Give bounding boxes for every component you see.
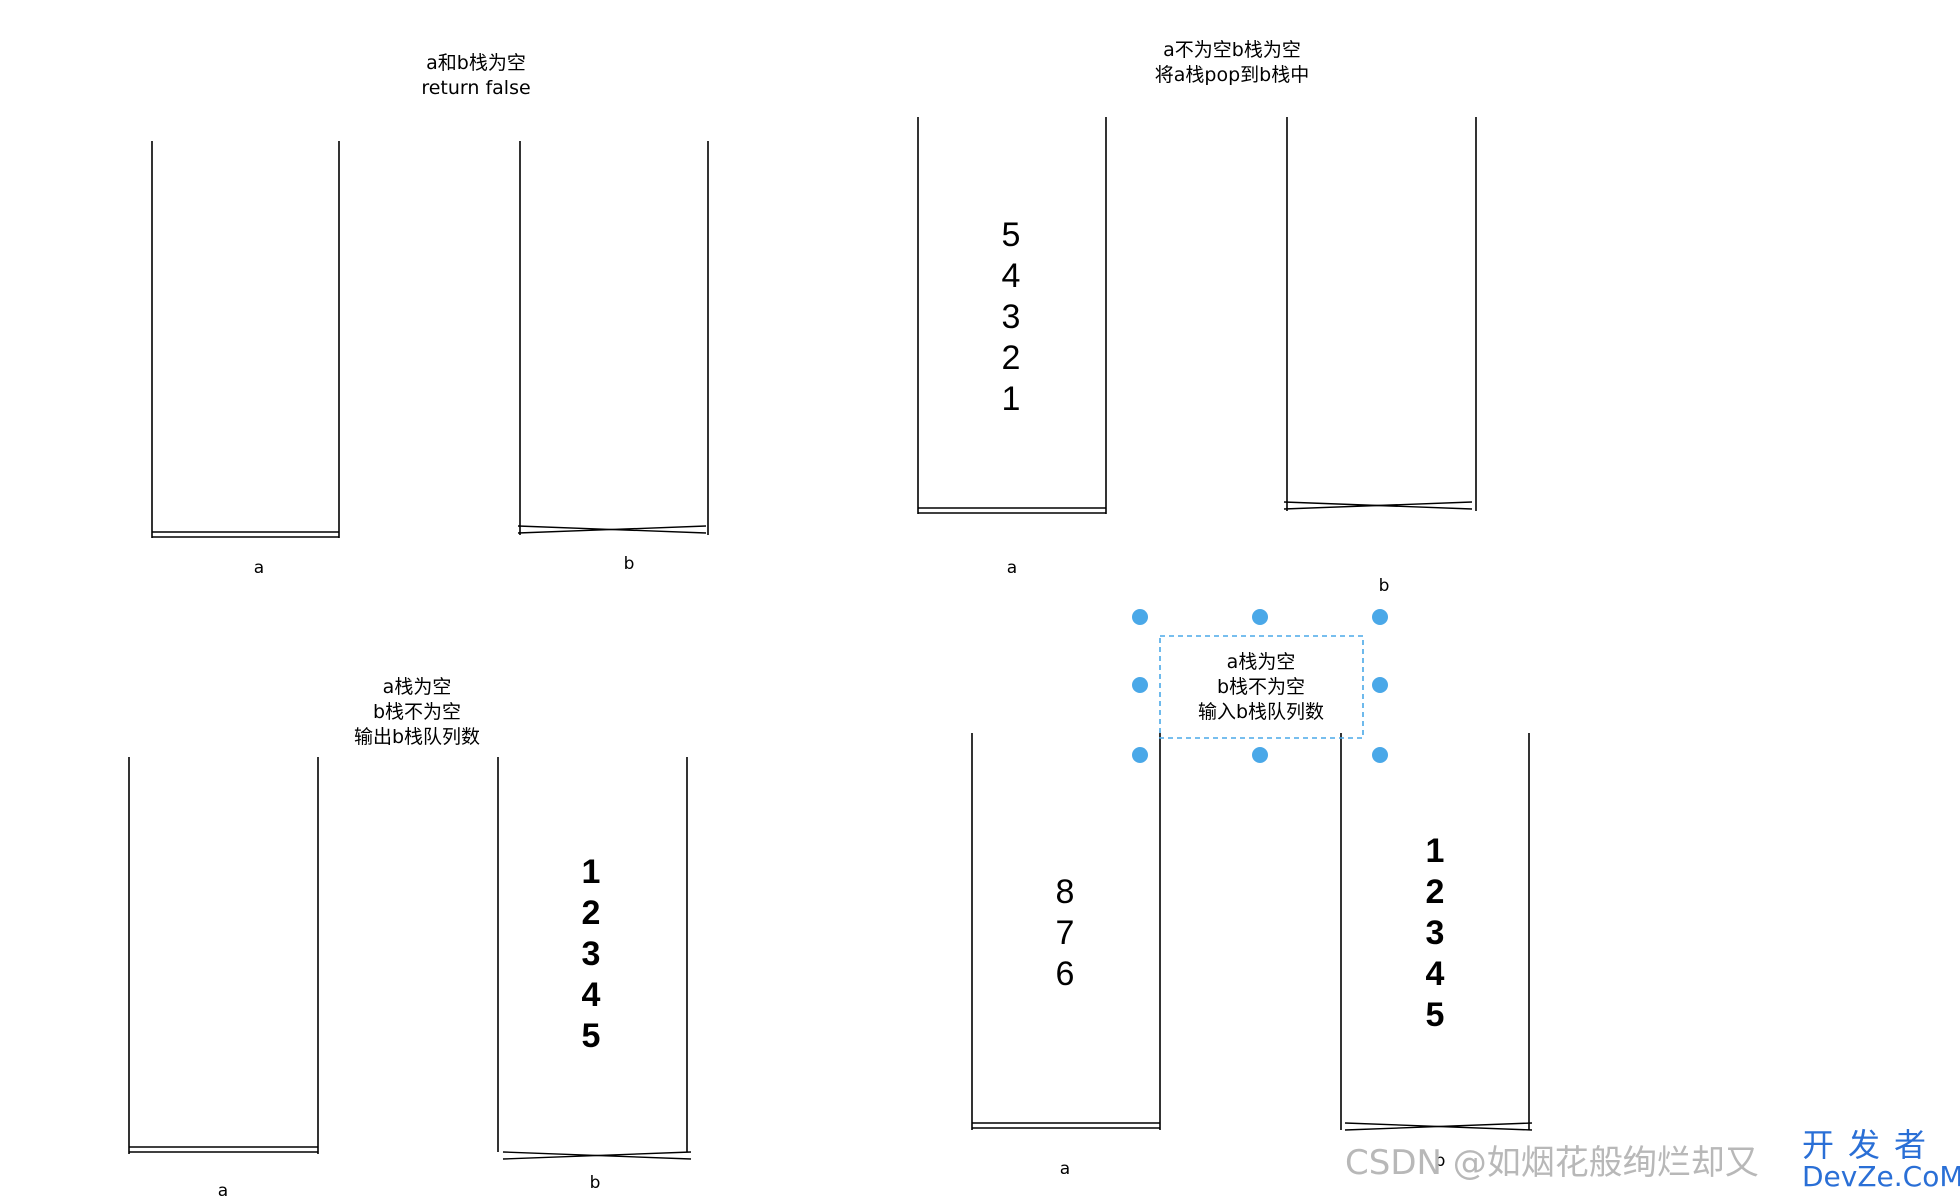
selection-box[interactable]: [1159, 635, 1364, 739]
panel-4-caption-line-3: 输入b栈队列数: [1198, 701, 1324, 723]
panel-4-stack-b-item: 2: [1426, 873, 1445, 911]
panel-2-stack-b-label: b: [1379, 576, 1390, 596]
panel-2-stack-a-item: 5: [1002, 216, 1021, 254]
watermark-brand-bottom: DevZe.CoM: [1802, 1160, 1960, 1193]
panel-3-caption-line-1: a栈为空: [383, 676, 452, 698]
panel-3-stack-b-item: 4: [582, 976, 601, 1014]
resize-handle-bottom[interactable]: [1252, 747, 1268, 763]
panel-3-stack-b-item: 5: [582, 1017, 601, 1055]
panel-2-stack-a-label: a: [1007, 558, 1017, 578]
panel-4-stack-b-label: b: [1435, 1151, 1446, 1171]
resize-handle-top[interactable]: [1252, 609, 1268, 625]
panel-2-stack-b[interactable]: [1283, 117, 1477, 511]
resize-handle-bottom-right[interactable]: [1372, 747, 1388, 763]
watermark: CSDN @如烟花般绚烂却又 开发者 DevZe.CoM: [1345, 1126, 1960, 1193]
resize-handle-right[interactable]: [1372, 677, 1388, 693]
panel-4-caption-line-1: a栈为空: [1227, 651, 1296, 673]
panel-4-stack-a-item: 6: [1056, 955, 1075, 993]
panel-2-stack-a-item: 4: [1002, 257, 1021, 295]
panel-4-stack-b-item: 4: [1426, 955, 1445, 993]
panel-4-caption-line-2: b栈不为空: [1217, 676, 1305, 698]
panel-2-stack-a-item: 2: [1002, 339, 1021, 377]
panel-4-stack-b-item: 5: [1426, 996, 1445, 1034]
panel-4-stack-a[interactable]: [971, 733, 1161, 1130]
panel-1-stack-b[interactable]: [517, 141, 709, 535]
watermark-brand-top: 开发者: [1802, 1126, 1940, 1164]
panel-1-caption-line-1: a和b栈为空: [426, 52, 526, 74]
resize-handle-left[interactable]: [1132, 677, 1148, 693]
panel-2-caption-line-2: 将a栈pop到b栈中: [1155, 64, 1309, 86]
panel-1-stack-a-label: a: [254, 558, 264, 578]
resize-handle-top-left[interactable]: [1132, 609, 1148, 625]
panel-3-stack-b-item: 3: [582, 935, 601, 973]
panel-4-stack-a-item: 8: [1056, 873, 1075, 911]
panel-2-stack-a[interactable]: [917, 117, 1107, 514]
panel-4-stack-a-items: 876: [1056, 873, 1075, 993]
panel-2-stack-a-item: 3: [1002, 298, 1021, 336]
panel-4-stack-a-item: 7: [1056, 914, 1075, 952]
panel-3-stack-b-item: 1: [582, 853, 601, 891]
panel-4-stack-b-item: 3: [1426, 914, 1445, 952]
resize-handle-top-right[interactable]: [1372, 609, 1388, 625]
panel-4-stack-b[interactable]: [1340, 733, 1533, 1131]
panel-3-stack-b-item: 2: [582, 894, 601, 932]
panel-1-caption-line-2: return false: [421, 77, 530, 99]
panel-3-stack-b-label: b: [590, 1173, 601, 1193]
panel-3-stack-b[interactable]: [497, 757, 692, 1160]
panel-1: a和b栈为空 return false a b: [151, 52, 709, 578]
panel-2-caption-line-1: a不为空b栈为空: [1163, 39, 1301, 61]
panel-4-stack-b-item: 1: [1426, 832, 1445, 870]
panel-4-stack-a-label: a: [1060, 1159, 1070, 1179]
panel-3-caption-line-3: 输出b栈队列数: [354, 726, 480, 748]
resize-handle-bottom-left[interactable]: [1132, 747, 1148, 763]
panel-4-selected-caption[interactable]: a栈为空 b栈不为空 输入b栈队列数: [1132, 609, 1388, 763]
panel-2-stack-a-item: 1: [1002, 380, 1021, 418]
panel-3-caption-line-2: b栈不为空: [373, 701, 461, 723]
watermark-csdn: CSDN @如烟花般绚烂却又: [1345, 1143, 1759, 1183]
panel-3-stack-a-label: a: [218, 1181, 228, 1196]
panel-3-stack-a[interactable]: [128, 757, 319, 1154]
panel-1-stack-b-label: b: [624, 554, 635, 574]
panel-1-stack-a[interactable]: [151, 141, 340, 538]
